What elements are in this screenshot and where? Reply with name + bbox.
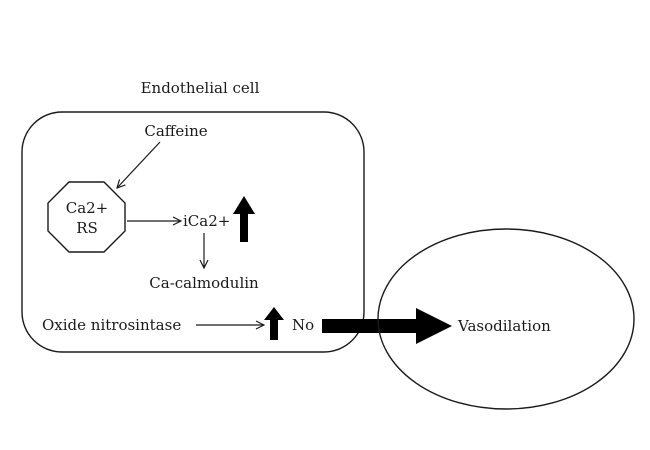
no-to-vasodilation-arrow (322, 308, 452, 344)
store-label-rs: RS (76, 219, 98, 237)
nos-label: Oxide nitrosintase (42, 316, 181, 334)
calcium-store-octagon (47, 181, 126, 253)
caffeine-to-store-arrow (117, 141, 161, 188)
ica-label: iCa2+ (183, 212, 230, 230)
ica-increase-arrow (233, 196, 255, 242)
vasodilation-label: Vasodilation (457, 317, 551, 335)
calmodulin-label: Ca-calmodulin (149, 274, 259, 292)
no-label: No (292, 316, 314, 334)
vasodilation-ellipse (377, 228, 635, 410)
no-increase-arrow (264, 307, 284, 340)
store-label-ca: Ca2+ (66, 199, 109, 217)
caffeine-label: Caffeine (144, 122, 207, 140)
endothelial-cell-box (21, 111, 365, 353)
endothelial-cell-label: Endothelial cell (141, 79, 260, 97)
